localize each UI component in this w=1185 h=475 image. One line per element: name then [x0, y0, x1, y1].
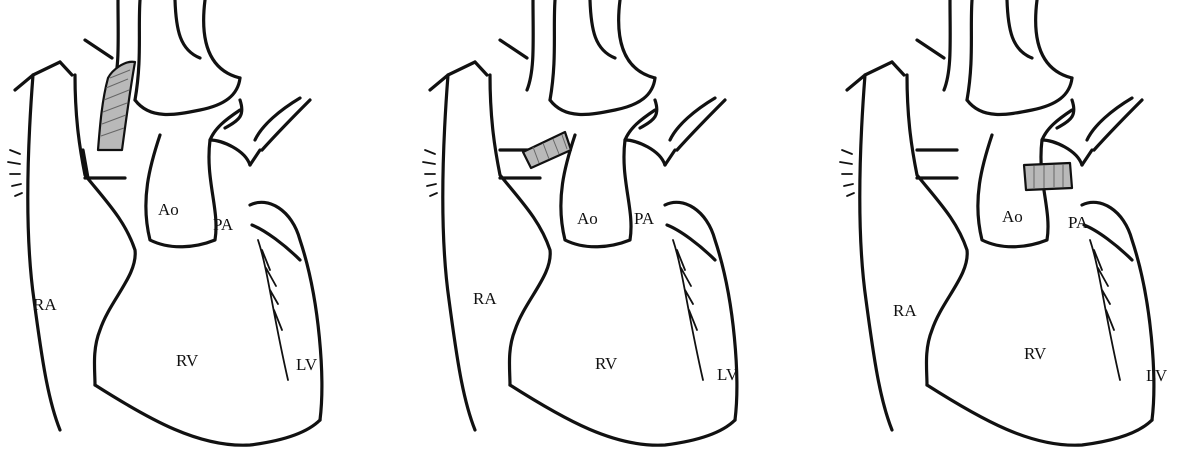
aorta-label: Ao	[577, 210, 598, 227]
heart-outline-drawing	[0, 0, 395, 475]
left-ventricle-label: LV	[717, 366, 738, 383]
heart-diagram-panel-3: Ao PA RA RV LV	[832, 0, 1185, 475]
right-ventricle-label: RV	[1024, 345, 1046, 362]
right-atrium-label: RA	[33, 296, 57, 313]
aorta-label: Ao	[158, 201, 179, 218]
heart-diagram-panel-1: Ao PA RA RV LV	[0, 0, 395, 475]
right-atrium-label: RA	[893, 302, 917, 319]
heart-diagram-panel-2: Ao PA RA RV LV	[415, 0, 810, 475]
right-ventricle-label: RV	[176, 352, 198, 369]
right-atrium-label: RA	[473, 290, 497, 307]
heart-outline-drawing	[832, 0, 1185, 475]
right-ventricle-label: RV	[595, 355, 617, 372]
pulmonary-artery-label: PA	[213, 216, 233, 233]
pulmonary-artery-label: PA	[634, 210, 654, 227]
pulmonary-artery-label: PA	[1068, 214, 1088, 231]
left-ventricle-label: LV	[1146, 367, 1167, 384]
heart-outline-drawing	[415, 0, 810, 475]
aorta-label: Ao	[1002, 208, 1023, 225]
left-ventricle-label: LV	[296, 356, 317, 373]
